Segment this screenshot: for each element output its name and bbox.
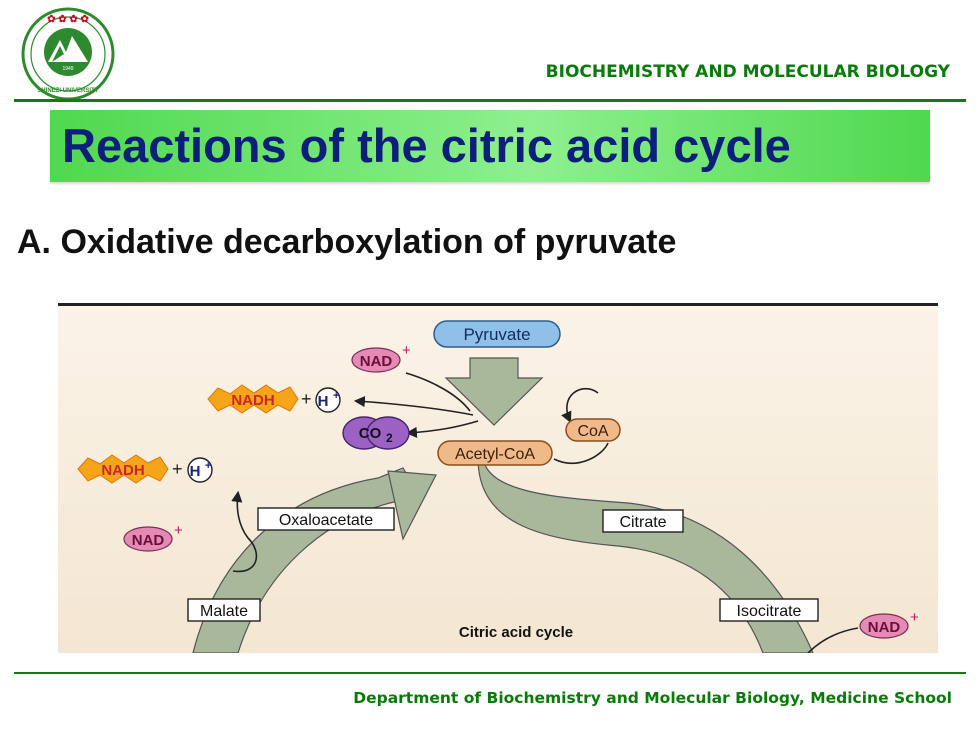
slide-title: Reactions of the citric acid cycle: [62, 119, 791, 172]
svg-text:✿ ✿ ✿ ✿: ✿ ✿ ✿ ✿: [47, 14, 89, 25]
seal-year: 1949: [62, 66, 73, 72]
nad-plus-1: +: [402, 342, 411, 359]
proton-plus-1: +: [333, 390, 339, 402]
pyruvate-arrow: [444, 357, 544, 426]
coa-arrow-out: [553, 442, 609, 465]
nad-badge-3: [859, 613, 909, 639]
oxaloacetate-box: [257, 507, 395, 531]
cycle-label: Citric acid cycle: [459, 624, 573, 641]
cycle-arc-right: [477, 457, 814, 653]
isocitrate-box: [719, 598, 819, 622]
seal-text: SHINEZI UNIVERSITY: [37, 88, 98, 94]
proton-label-1: H: [318, 393, 329, 410]
citrate-label: Citrate: [619, 514, 666, 531]
title-banner: [50, 110, 930, 182]
nad-badge-1: [351, 347, 401, 373]
university-seal-icon: 1949 ✿ ✿ ✿ ✿ SHINEZI UNIVERSITY: [21, 7, 115, 101]
proton-circle-2: [187, 457, 213, 483]
nad-arrow-1: [405, 372, 471, 412]
pyruvate-label: Pyruvate: [463, 325, 530, 344]
proton-circle-1: [315, 387, 341, 413]
citrate-box: [602, 509, 684, 533]
proton-label-2: H: [190, 463, 201, 480]
nad-label-3: NAD: [868, 619, 901, 636]
plus-2: +: [172, 459, 183, 479]
malate-box: [187, 598, 261, 622]
nadh-label-1: NADH: [231, 392, 274, 409]
oxaloacetate-label: Oxaloacetate: [279, 512, 373, 529]
header-divider: [14, 99, 966, 102]
isocitrate-nad-arrow: [807, 627, 859, 653]
footer-department: Department of Biochemistry and Molecular…: [353, 689, 952, 707]
acetyl-coa-label: Acetyl-CoA: [455, 446, 535, 463]
coa-label: CoA: [577, 423, 608, 440]
pyruvate-box: [433, 320, 561, 348]
coa-arrow-in: [561, 387, 599, 424]
nadh-label-2: NADH: [101, 462, 144, 479]
proton-plus-2: +: [205, 460, 211, 472]
footer-divider: [14, 672, 966, 674]
co2-blob-right: [366, 416, 410, 450]
isocitrate-label: Isocitrate: [737, 603, 802, 620]
nadh-burst-1: [207, 384, 299, 414]
coa-box: [565, 418, 621, 442]
malate-label: Malate: [200, 603, 248, 620]
acetyl-coa-box: [437, 440, 553, 466]
nad-plus-3: +: [910, 609, 919, 626]
cycle-arrowhead-left: [387, 470, 437, 541]
co2-subscript: 2: [386, 431, 393, 445]
malate-nad-arrow: [231, 490, 258, 573]
nad-badge-2: [123, 526, 173, 552]
nad-label-1: NAD: [360, 353, 393, 370]
nadh-arrow-1: [353, 395, 474, 416]
citric-acid-cycle-figure: Pyruvate NAD + NADH + H + CO 2 Acetyl-Co…: [58, 303, 938, 653]
co2-label: CO: [359, 425, 382, 442]
co2-arrow: [405, 420, 479, 438]
section-subtitle: A. Oxidative decarboxylation of pyruvate: [17, 223, 677, 261]
plus-1: +: [301, 389, 312, 409]
nadh-burst-2: [77, 454, 169, 484]
department-header: BIOCHEMISTRY AND MOLECULAR BIOLOGY: [545, 62, 950, 82]
nad-plus-2: +: [174, 522, 183, 539]
nad-label-2: NAD: [132, 532, 165, 549]
